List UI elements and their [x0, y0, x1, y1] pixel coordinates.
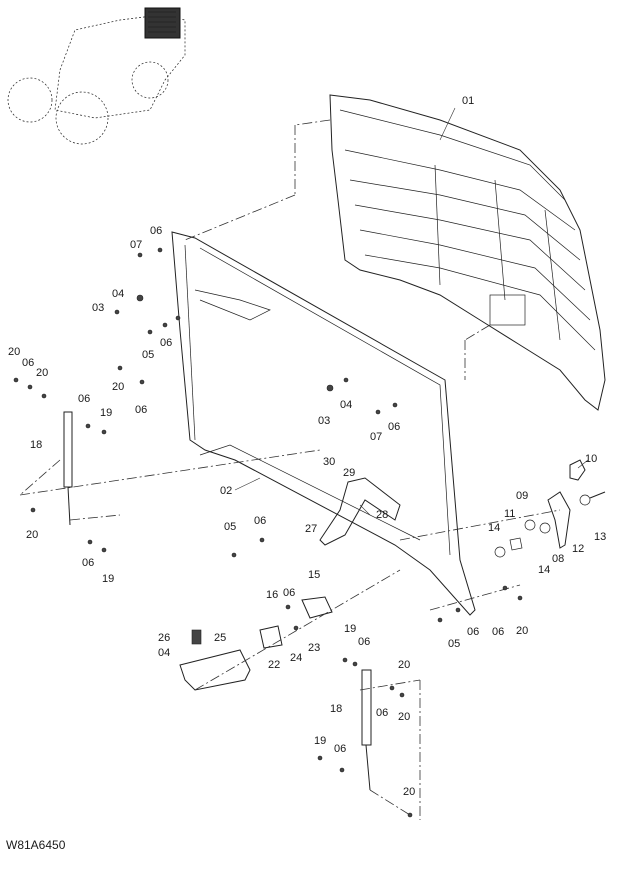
- latch-assembly: [494, 459, 606, 558]
- callout-19: 19: [100, 407, 112, 419]
- callout-06: 06: [22, 357, 34, 369]
- callout-14: 14: [488, 522, 500, 534]
- callout-19: 19: [344, 623, 356, 635]
- callout-18: 18: [30, 439, 42, 451]
- callout-28: 28: [376, 509, 388, 521]
- callout-20: 20: [398, 711, 410, 723]
- grille-part: [329, 94, 606, 411]
- callout-18: 18: [330, 703, 342, 715]
- callout-07: 07: [370, 431, 382, 443]
- callout-08: 08: [552, 553, 564, 565]
- callout-05: 05: [224, 521, 236, 533]
- callout-20: 20: [8, 346, 20, 358]
- callout-30: 30: [323, 456, 335, 468]
- callout-06: 06: [334, 743, 346, 755]
- gas-strut-lower: [361, 669, 372, 791]
- callout-14: 14: [538, 564, 550, 576]
- callout-02: 02: [220, 485, 232, 497]
- callout-06: 06: [492, 626, 504, 638]
- callout-19: 19: [314, 735, 326, 747]
- callout-11: 11: [504, 508, 515, 520]
- callout-24: 24: [290, 652, 302, 664]
- callout-04: 04: [340, 399, 352, 411]
- callout-19: 19: [102, 573, 114, 585]
- callout-20: 20: [26, 529, 38, 541]
- callout-06: 06: [150, 225, 162, 237]
- callout-10: 10: [585, 453, 597, 465]
- tractor-thumbnail-icon: [7, 7, 186, 145]
- fastener-dots: [13, 247, 523, 818]
- callout-15: 15: [308, 569, 320, 581]
- callout-04: 04: [112, 288, 124, 300]
- callout-29: 29: [343, 467, 355, 479]
- callout-20: 20: [36, 367, 48, 379]
- callout-16: 16: [266, 589, 278, 601]
- callout-03: 03: [92, 302, 104, 314]
- drawing-code: W81A6450: [6, 838, 66, 852]
- lever-bracket-part: [319, 477, 401, 546]
- callout-04: 04: [158, 647, 170, 659]
- callout-06: 06: [283, 587, 295, 599]
- callout-07: 07: [130, 239, 142, 251]
- callout-05: 05: [448, 638, 460, 650]
- callout-06: 06: [82, 557, 94, 569]
- callout-12: 12: [572, 543, 584, 555]
- callout-27: 27: [305, 523, 317, 535]
- callout-06: 06: [78, 393, 90, 405]
- callout-06: 06: [358, 636, 370, 648]
- callout-13: 13: [594, 531, 606, 543]
- callout-05: 05: [142, 349, 154, 361]
- callout-26: 26: [158, 632, 170, 644]
- callout-06: 06: [467, 626, 479, 638]
- gas-strut-upper: [63, 411, 73, 526]
- callout-06: 06: [135, 404, 147, 416]
- callout-06: 06: [376, 707, 388, 719]
- callout-06: 06: [254, 515, 266, 527]
- callout-23: 23: [308, 642, 320, 654]
- frame-part: [171, 231, 476, 616]
- callout-03: 03: [318, 415, 330, 427]
- callout-06: 06: [388, 421, 400, 433]
- callout-labels: 01 02 03 03 04 04 04 05 05 05 06 06 06 0…: [8, 95, 606, 798]
- callout-20: 20: [112, 381, 124, 393]
- callout-06: 06: [160, 337, 172, 349]
- callout-01: 01: [462, 95, 474, 107]
- callout-20: 20: [403, 786, 415, 798]
- callout-25: 25: [214, 632, 226, 644]
- callout-09: 09: [516, 490, 528, 502]
- callout-20: 20: [516, 625, 528, 637]
- callout-20: 20: [398, 659, 410, 671]
- callout-22: 22: [268, 659, 280, 671]
- leader-lines: [234, 107, 589, 516]
- hinge-assembly: [179, 596, 333, 691]
